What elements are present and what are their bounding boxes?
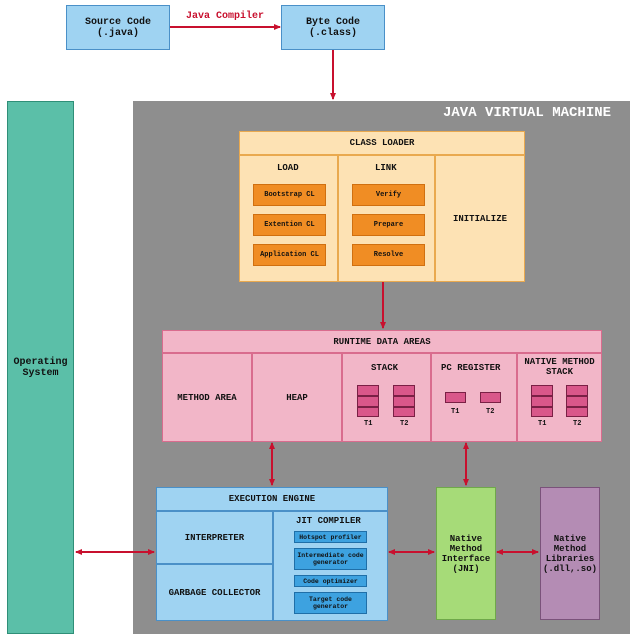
resolve-box: Resolve	[352, 244, 425, 266]
jvm-title: JAVA VIRTUAL MACHINE	[443, 105, 612, 121]
method-area: METHOD AREA	[162, 353, 252, 442]
stack-frame	[357, 407, 379, 417]
stack-frame	[393, 407, 415, 417]
interpreter-box: INTERPRETER	[156, 511, 273, 564]
heap-area: HEAP	[252, 353, 342, 442]
native-stack-frame	[566, 407, 588, 417]
extention-cl: Extention CL	[253, 214, 326, 236]
stack-frame	[393, 385, 415, 396]
pc-t1-label: T1	[451, 408, 460, 416]
stack-frame	[357, 396, 379, 407]
byte-code-box: Byte Code (.class)	[281, 5, 385, 50]
native-method-stack-label: NATIVE METHOD STACK	[524, 357, 595, 377]
intermediate-code-generator: Intermediate code generator	[294, 548, 367, 570]
stack-area	[342, 353, 431, 442]
stack-t1-label: T1	[364, 420, 373, 428]
target-code-generator: Target code generator	[294, 592, 367, 614]
link-label: LINK	[375, 163, 397, 173]
initialize-panel: INITIALIZE	[435, 155, 525, 282]
native-stack-frame	[566, 396, 588, 407]
execution-engine-title: EXECUTION ENGINE	[156, 487, 388, 511]
class-loader-title: CLASS LOADER	[239, 131, 525, 155]
native-t1-label: T1	[538, 420, 547, 428]
verify-box: Verify	[352, 184, 425, 206]
stack-label: STACK	[371, 363, 399, 373]
prepare-box: Prepare	[352, 214, 425, 236]
jni-box: Native Method Interface (JNI)	[436, 487, 496, 620]
stack-frame	[357, 385, 379, 396]
native-libraries-box: Native Method Libraries (.dll,.so)	[540, 487, 600, 620]
application-cl: Application CL	[253, 244, 326, 266]
bootstrap-cl: Bootstrap CL	[253, 184, 326, 206]
garbage-collector-box: GARBAGE COLLECTOR	[156, 564, 273, 621]
pc-register-t1	[445, 392, 466, 403]
stack-t2-label: T2	[400, 420, 409, 428]
pc-register-t2	[480, 392, 501, 403]
load-label: LOAD	[277, 163, 299, 173]
native-stack-frame	[531, 407, 553, 417]
native-t2-label: T2	[573, 420, 582, 428]
pc-t2-label: T2	[486, 408, 495, 416]
operating-system-box: Operating System	[7, 101, 74, 634]
pc-register-label: PC REGISTER	[441, 363, 501, 373]
stack-frame	[393, 396, 415, 407]
code-optimizer: Code optimizer	[294, 575, 367, 587]
native-stack-frame	[531, 385, 553, 396]
runtime-data-areas-title: RUNTIME DATA AREAS	[162, 330, 602, 353]
native-stack-frame	[566, 385, 588, 396]
hotspot-profiler: Hotspot profiler	[294, 531, 367, 543]
compiler-label: Java Compiler	[186, 11, 265, 22]
source-code-box: Source Code (.java)	[66, 5, 170, 50]
native-stack-frame	[531, 396, 553, 407]
jit-compiler-label: JIT COMPILER	[296, 516, 361, 526]
